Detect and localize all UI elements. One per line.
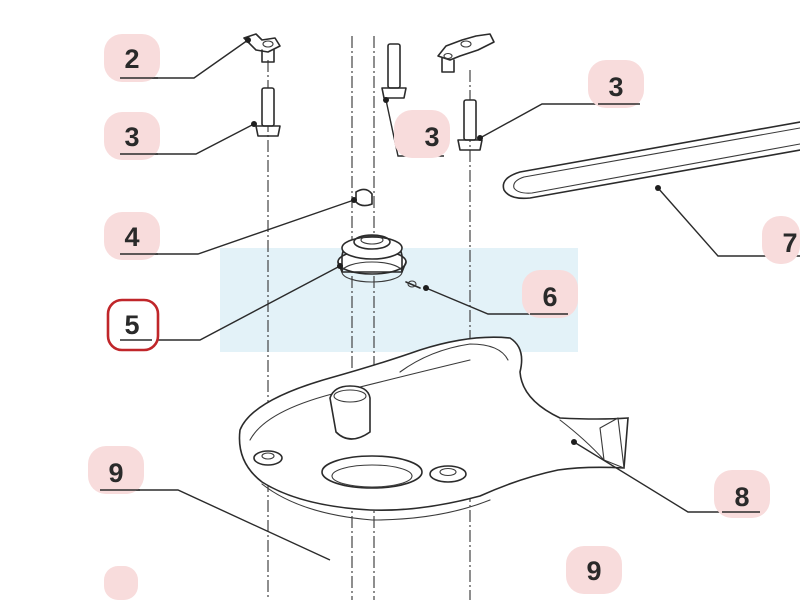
callout-2-top-left: 2 xyxy=(104,34,160,82)
callout-3-center: 3 xyxy=(394,110,450,158)
callout-partial-bottom-left xyxy=(104,566,138,600)
callout-label: 9 xyxy=(586,556,601,586)
callout-4: 4 xyxy=(104,212,160,260)
callout-5-highlighted: 5 xyxy=(106,298,160,352)
callout-label: 9 xyxy=(108,458,123,488)
callout-label: 5 xyxy=(124,310,139,340)
callout-label: 3 xyxy=(608,72,623,102)
callout-6: 6 xyxy=(522,270,578,318)
bracket-part-right xyxy=(437,33,495,73)
callout-label: 7 xyxy=(782,228,797,258)
key-part xyxy=(355,188,373,207)
drive-belt-part xyxy=(502,121,800,200)
bolt-center xyxy=(381,43,407,99)
callout-9-bottom-partial: 9 xyxy=(566,546,622,594)
bolt-right xyxy=(457,99,483,151)
cutter-deck-part xyxy=(238,336,629,521)
callout-3-right: 3 xyxy=(588,60,644,108)
set-screw-part xyxy=(405,280,421,289)
callout-label: 6 xyxy=(542,282,557,312)
callout-label: 4 xyxy=(124,222,139,252)
callout-9: 9 xyxy=(88,446,144,494)
bracket-part-left xyxy=(243,33,281,63)
pulley-part xyxy=(337,234,407,283)
bolt-left xyxy=(255,87,281,137)
callout-label: 3 xyxy=(424,122,439,152)
callout-7: 7 xyxy=(762,216,800,264)
callout-label: 8 xyxy=(734,482,749,512)
callout-3-left: 3 xyxy=(104,112,160,160)
callout-label: 3 xyxy=(124,122,139,152)
callout-8: 8 xyxy=(714,470,770,518)
callout-label: 2 xyxy=(124,44,139,74)
